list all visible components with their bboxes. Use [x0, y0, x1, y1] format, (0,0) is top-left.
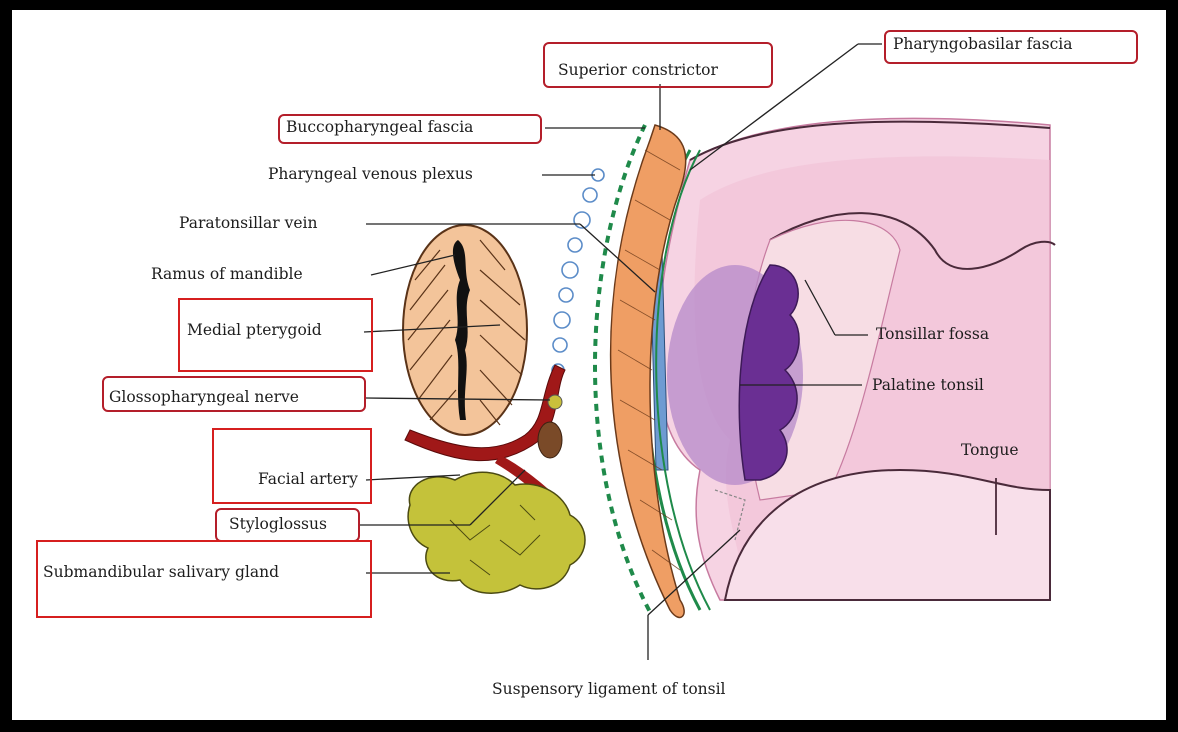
label-palatine-tonsil: Palatine tonsil [872, 378, 984, 394]
highlight-box-superior-constrictor [543, 42, 773, 88]
highlight-box-styloglossus [215, 508, 360, 542]
glossopharyngeal-nerve-shape [548, 395, 562, 409]
styloglossus-shape [538, 422, 562, 458]
label-tonsillar-fossa: Tonsillar fossa [876, 327, 989, 343]
submandibular-gland-shape [408, 472, 585, 593]
label-ramus-of-mandible: Ramus of mandible [151, 267, 303, 283]
highlight-box-medial-pterygoid [178, 298, 373, 372]
label-tongue: Tongue [961, 443, 1019, 459]
label-suspensory-ligament: Suspensory ligament of tonsil [492, 682, 726, 698]
highlight-box-submandibular [36, 540, 372, 618]
highlight-box-pharyngobasilar [884, 30, 1138, 64]
label-pharyngeal-venous-plexus: Pharyngeal venous plexus [268, 167, 473, 183]
highlight-box-glossopharyngeal [102, 376, 366, 412]
highlight-box-facial-artery [212, 428, 372, 504]
label-paratonsillar-vein: Paratonsillar vein [179, 216, 317, 232]
highlight-box-buccopharyngeal [278, 114, 542, 144]
